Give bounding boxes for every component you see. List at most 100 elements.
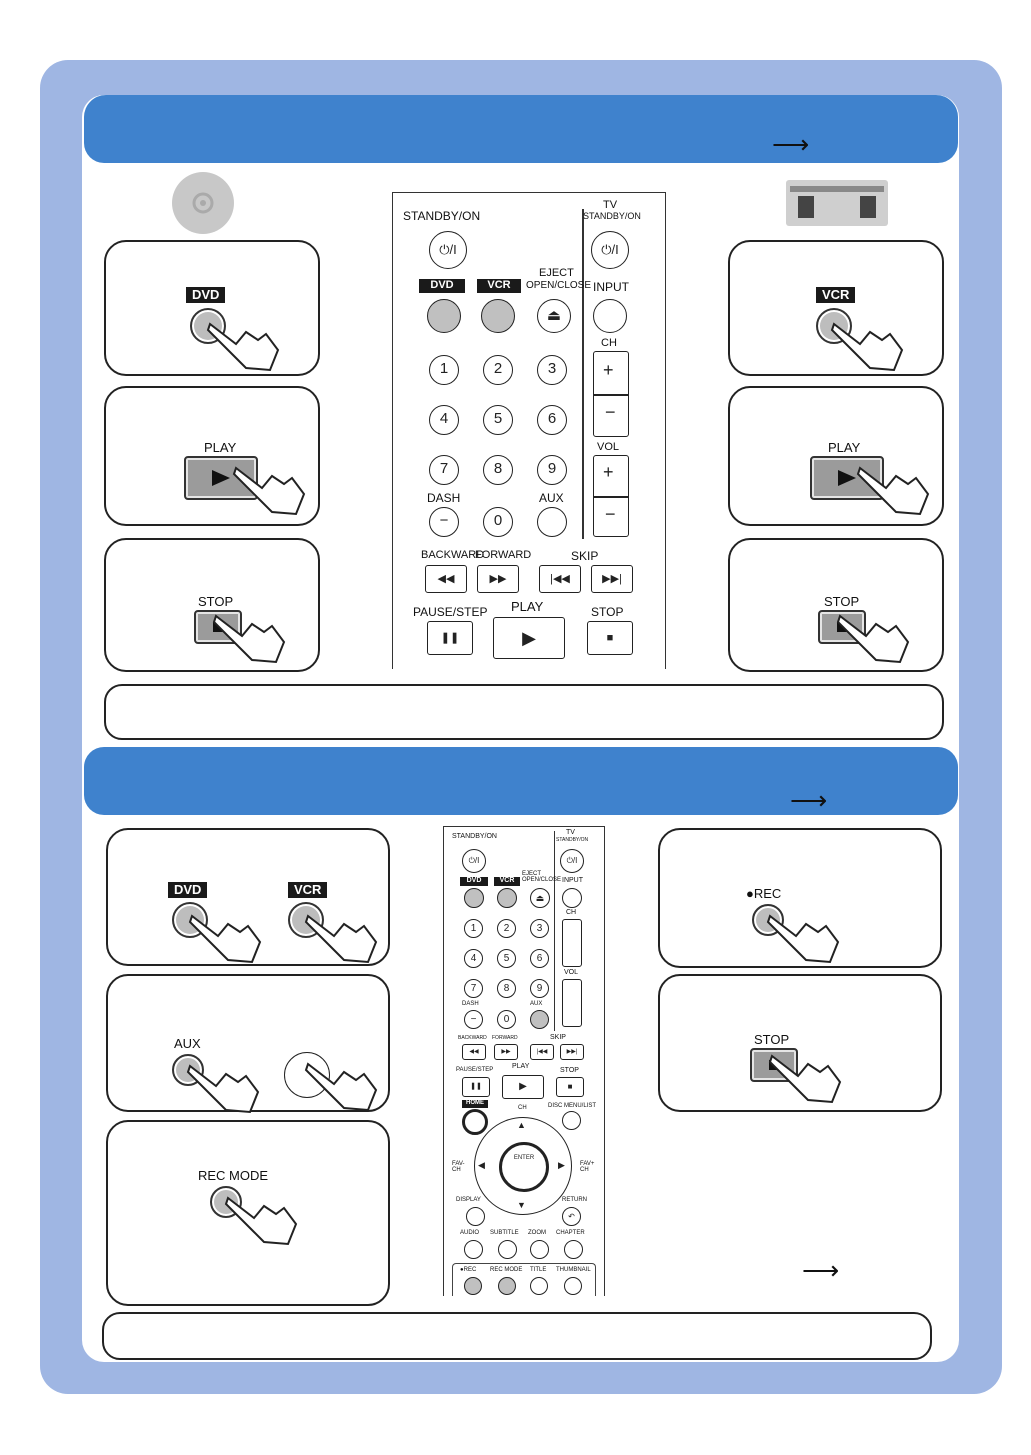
ch-label: CH (566, 909, 577, 916)
enter-button[interactable]: ENTER (499, 1142, 549, 1192)
section2-arrow: ⟶ (790, 785, 828, 815)
dvd-button[interactable] (464, 888, 484, 908)
power-button[interactable]: ⏻/I (429, 231, 467, 269)
num-7-button[interactable]: 7 (464, 979, 483, 998)
backward-button[interactable]: ◀◀ (425, 565, 467, 593)
num-3-button[interactable]: 3 (530, 919, 549, 938)
ch-plus-icon: + (603, 360, 614, 380)
recording-group (452, 1263, 596, 1296)
skip-forward-button[interactable]: ▶▶| (591, 565, 633, 593)
right-arrow-icon: ▶ (558, 1160, 565, 1170)
num-3-button[interactable]: 3 (537, 355, 567, 385)
num-5-button[interactable]: 5 (483, 405, 513, 435)
forward-label: FORWARD (492, 1035, 518, 1041)
stop-button[interactable]: ■ (556, 1077, 584, 1097)
pause-button[interactable]: ❚❚ (427, 621, 473, 655)
nav-pad[interactable]: ▲ ▼ ◀ ▶ ENTER (474, 1117, 572, 1215)
backward-button[interactable]: ◀◀ (462, 1044, 486, 1060)
rec-mode-label: REC MODE (490, 1267, 523, 1273)
num-9-button[interactable]: 9 (537, 455, 567, 485)
play-button[interactable] (184, 456, 258, 500)
tv-power-button[interactable]: ⏻/I (560, 849, 584, 873)
power-button[interactable]: ⏻/I (462, 849, 486, 873)
backward-label: BACKWARD (458, 1035, 487, 1041)
num-8-button[interactable]: 8 (483, 455, 513, 485)
num-5-button[interactable]: 5 (497, 949, 516, 968)
input-button[interactable] (562, 888, 582, 908)
step-aux-panel: AUX (106, 974, 390, 1114)
play-button[interactable]: ▶ (502, 1075, 544, 1099)
vcr-button[interactable] (481, 299, 515, 333)
chapter-button[interactable] (564, 1240, 583, 1259)
play-label: PLAY (512, 1063, 530, 1070)
num-6-button[interactable]: 6 (537, 405, 567, 435)
ch-rocker[interactable]: + − (593, 351, 629, 437)
display-button[interactable] (466, 1207, 485, 1226)
pause-button[interactable]: ❚❚ (462, 1077, 490, 1097)
eject-button[interactable]: ⏏ (537, 299, 571, 333)
section2-arrow-bottom: ⟶ (802, 1255, 840, 1285)
up-arrow-icon: ▲ (517, 1120, 526, 1130)
play-button[interactable]: ▶ (493, 617, 565, 659)
disc-menu-button[interactable] (562, 1111, 581, 1130)
num-9-button[interactable]: 9 (530, 979, 549, 998)
forward-button[interactable]: ▶▶ (494, 1044, 518, 1060)
pause-step-label: PAUSE/STEP (456, 1067, 494, 1073)
thumbnail-button[interactable] (564, 1277, 582, 1295)
num-7-button[interactable]: 7 (429, 455, 459, 485)
home-tag: HOME (462, 1100, 488, 1108)
num-8-button[interactable]: 8 (497, 979, 516, 998)
forward-button[interactable]: ▶▶ (477, 565, 519, 593)
step-stop-panel: STOP (658, 974, 942, 1112)
num-2-button[interactable]: 2 (483, 355, 513, 385)
audio-button[interactable] (464, 1240, 483, 1259)
hand-press-icon (836, 614, 910, 664)
aux-button[interactable] (537, 507, 567, 537)
aux-button[interactable] (530, 1010, 549, 1029)
step-rec-panel: ●REC (658, 828, 942, 968)
num-0-button[interactable]: 0 (497, 1010, 516, 1029)
eject-button[interactable]: ⏏ (530, 888, 550, 908)
vol-minus-icon: − (605, 504, 616, 524)
vol-rocker[interactable]: + − (593, 455, 629, 537)
step-dvd-panel: DVD (104, 240, 320, 376)
num-1-button[interactable]: 1 (464, 919, 483, 938)
title-button[interactable] (530, 1277, 548, 1295)
stop-button[interactable]: ■ (587, 621, 633, 655)
return-button[interactable]: ↶ (562, 1207, 581, 1226)
vol-rocker[interactable] (562, 979, 582, 1027)
aux-label: AUX (530, 1001, 543, 1007)
dash-button[interactable]: − (464, 1010, 483, 1029)
ch-divider (594, 394, 628, 396)
num-0-button[interactable]: 0 (483, 507, 513, 537)
input-button[interactable] (593, 299, 627, 333)
num-6-button[interactable]: 6 (530, 949, 549, 968)
disc-icon (172, 172, 234, 234)
num-4-button[interactable]: 4 (464, 949, 483, 968)
dash-button[interactable]: − (429, 507, 459, 537)
zoom-label: ZOOM (528, 1230, 546, 1236)
tv-label: TV (603, 199, 618, 211)
num-2-button[interactable]: 2 (497, 919, 516, 938)
num-4-button[interactable]: 4 (429, 405, 459, 435)
home-button[interactable] (462, 1109, 488, 1135)
skip-back-button[interactable]: |◀◀ (530, 1044, 554, 1060)
rec-button[interactable] (464, 1277, 482, 1295)
hand-press-icon (206, 322, 280, 372)
hand-press-icon (224, 1196, 298, 1246)
subtitle-button[interactable] (498, 1240, 517, 1259)
step-rec-mode-panel: REC MODE (106, 1120, 390, 1306)
dvd-button[interactable] (427, 299, 461, 333)
ch-rocker[interactable] (562, 919, 582, 967)
step-stop-panel: STOP (728, 538, 944, 672)
rec-mode-button[interactable] (498, 1277, 516, 1295)
play-label: PLAY (828, 440, 861, 455)
tv-power-button[interactable]: ⏻/I (591, 231, 629, 269)
section1-note-box (104, 684, 944, 740)
remote-divider (554, 831, 555, 1031)
skip-forward-button[interactable]: ▶▶| (560, 1044, 584, 1060)
skip-back-button[interactable]: |◀◀ (539, 565, 581, 593)
vcr-button[interactable] (497, 888, 517, 908)
num-1-button[interactable]: 1 (429, 355, 459, 385)
zoom-button[interactable] (530, 1240, 549, 1259)
